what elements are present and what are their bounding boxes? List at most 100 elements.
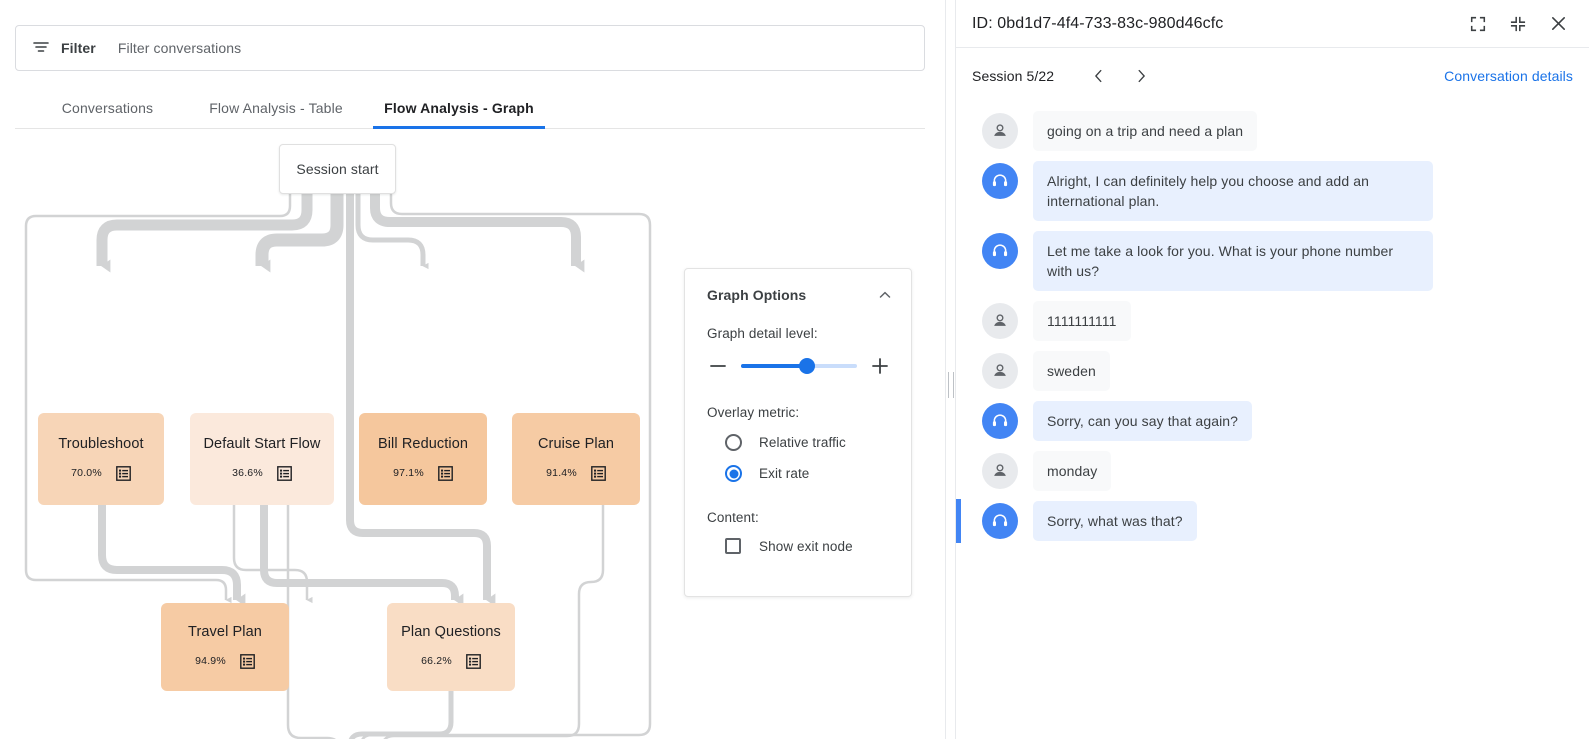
graph-options-title: Graph Options xyxy=(707,287,807,303)
close-icon[interactable] xyxy=(1543,9,1573,39)
graph-node-session-start[interactable]: Session start xyxy=(279,144,396,194)
node-title: Travel Plan xyxy=(188,624,262,641)
node-title: Plan Questions xyxy=(401,624,501,641)
message-bubble: sweden xyxy=(1033,351,1110,391)
filter-input[interactable]: Filter conversations xyxy=(117,40,242,56)
message-bubble: 1111111111 xyxy=(1033,301,1131,341)
list-icon[interactable] xyxy=(239,653,255,669)
graph-detail-slider[interactable] xyxy=(741,358,857,374)
node-meta: 66.2% xyxy=(421,653,481,669)
message-bubble: monday xyxy=(1033,451,1112,491)
session-counter: Session 5/22 xyxy=(972,68,1055,84)
graph-options-header: Graph Options xyxy=(685,269,911,303)
graph-node-bill-reduction[interactable]: Bill Reduction 97.1% xyxy=(359,413,487,505)
node-meta: 36.6% xyxy=(232,465,292,481)
conversation-id: ID: 0bd1d7-4f4-733-83c-980d46cfc xyxy=(972,14,1224,32)
overlay-metric-label: Overlay metric: xyxy=(707,405,800,420)
radio-circle-icon xyxy=(725,434,742,451)
message-bubble: Alright, I can definitely help you choos… xyxy=(1033,161,1433,221)
message-bubble: Sorry, what was that? xyxy=(1033,501,1197,541)
flow-graph-canvas[interactable]: Session start Troubleshoot 70.0% xyxy=(0,130,945,739)
details-header: ID: 0bd1d7-4f4-733-83c-980d46cfc xyxy=(956,0,1589,48)
slider-thumb[interactable] xyxy=(799,358,816,374)
fullscreen-collapse-icon[interactable] xyxy=(1503,9,1533,39)
list-icon[interactable] xyxy=(590,465,606,481)
graph-node-travel-plan[interactable]: Travel Plan 94.9% xyxy=(161,603,289,691)
message-bubble: going on a trip and need a plan xyxy=(1033,111,1258,151)
content-label: Content: xyxy=(707,510,759,525)
node-title: Troubleshoot xyxy=(58,436,144,453)
graph-detail-level-label: Graph detail level: xyxy=(707,326,818,341)
conversation-details-pane: ID: 0bd1d7-4f4-733-83c-980d46cfc xyxy=(955,0,1589,739)
radio-label: Exit rate xyxy=(759,466,810,481)
user-avatar-icon xyxy=(982,113,1018,149)
node-title: Cruise Plan xyxy=(537,436,615,453)
tab-conversations[interactable]: Conversations xyxy=(61,100,154,116)
message-row: Sorry, can you say that again? xyxy=(956,396,1589,446)
slider-fill xyxy=(741,364,808,368)
chevron-up-icon[interactable] xyxy=(877,287,893,303)
tab-flow-analysis-graph[interactable]: Flow Analysis - Graph xyxy=(373,88,545,129)
fullscreen-expand-icon[interactable] xyxy=(1463,9,1493,39)
message-bubble: Sorry, can you say that again? xyxy=(1033,401,1253,441)
message-row: Let me take a look for you. What is your… xyxy=(956,226,1589,296)
message-row-highlighted: Sorry, what was that? xyxy=(956,496,1589,546)
node-meta: 97.1% xyxy=(393,465,453,481)
radio-relative-traffic[interactable]: Relative traffic xyxy=(685,434,911,451)
graph-edges xyxy=(24,194,652,739)
node-percent: 66.2% xyxy=(421,655,452,668)
graph-node-default-start-flow[interactable]: Default Start Flow 36.6% xyxy=(190,413,334,505)
list-icon[interactable] xyxy=(276,465,292,481)
graph-node-cruise-plan[interactable]: Cruise Plan 91.4% xyxy=(512,413,640,505)
message-row: monday xyxy=(956,446,1589,496)
graph-node-plan-questions[interactable]: Plan Questions 66.2% xyxy=(387,603,515,691)
node-meta: 70.0% xyxy=(71,465,131,481)
checkbox-label: Show exit node xyxy=(759,538,853,554)
list-icon[interactable] xyxy=(465,653,481,669)
plus-icon[interactable] xyxy=(869,355,891,377)
message-row: sweden xyxy=(956,346,1589,396)
message-row: going on a trip and need a plan xyxy=(956,106,1589,156)
message-list: going on a trip and need a plan Alright,… xyxy=(956,104,1589,546)
tab-flow-analysis-table[interactable]: Flow Analysis - Table xyxy=(209,100,343,116)
node-percent: 70.0% xyxy=(71,467,102,480)
graph-detail-slider-row xyxy=(685,355,911,377)
list-icon[interactable] xyxy=(437,465,453,481)
user-avatar-icon xyxy=(982,453,1018,489)
chevron-left-icon[interactable] xyxy=(1082,59,1116,93)
node-title: Default Start Flow xyxy=(203,436,321,453)
flow-analysis-pane: Filter Filter conversations Conversation… xyxy=(0,0,945,739)
radio-exit-rate[interactable]: Exit rate xyxy=(685,465,911,482)
node-meta: 94.9% xyxy=(195,653,255,669)
radio-label: Relative traffic xyxy=(759,435,846,450)
node-percent: 94.9% xyxy=(195,655,226,668)
agent-headset-icon xyxy=(982,163,1018,199)
splitter-grip-icon[interactable] xyxy=(947,372,954,398)
message-row: Alright, I can definitely help you choos… xyxy=(956,156,1589,226)
graph-options-panel: Graph Options Graph detail level: xyxy=(684,268,912,597)
conversation-details-link[interactable]: Conversation details xyxy=(1444,68,1573,84)
agent-headset-icon xyxy=(982,403,1018,439)
node-percent: 36.6% xyxy=(232,467,263,480)
session-navigation: Session 5/22 Conversation details xyxy=(956,48,1589,104)
list-icon[interactable] xyxy=(115,465,131,481)
user-avatar-icon xyxy=(982,303,1018,339)
tab-bar: Conversations Flow Analysis - Table Flow… xyxy=(15,88,925,129)
agent-headset-icon xyxy=(982,503,1018,539)
message-row: 1111111111 xyxy=(956,296,1589,346)
node-percent: 97.1% xyxy=(393,467,424,480)
checkbox-show-exit-node[interactable]: Show exit node xyxy=(685,538,911,554)
chevron-right-icon[interactable] xyxy=(1124,59,1158,93)
minus-icon[interactable] xyxy=(707,355,729,377)
node-title: Bill Reduction xyxy=(377,436,469,453)
radio-circle-selected-icon xyxy=(725,465,742,482)
filter-bar[interactable]: Filter Filter conversations xyxy=(15,25,925,71)
node-meta: 91.4% xyxy=(546,465,606,481)
filter-label: Filter xyxy=(61,40,96,56)
user-avatar-icon xyxy=(982,353,1018,389)
graph-node-troubleshoot[interactable]: Troubleshoot 70.0% xyxy=(38,413,164,505)
pane-splitter[interactable] xyxy=(945,0,955,739)
node-percent: 91.4% xyxy=(546,467,577,480)
checkbox-icon xyxy=(725,538,741,554)
